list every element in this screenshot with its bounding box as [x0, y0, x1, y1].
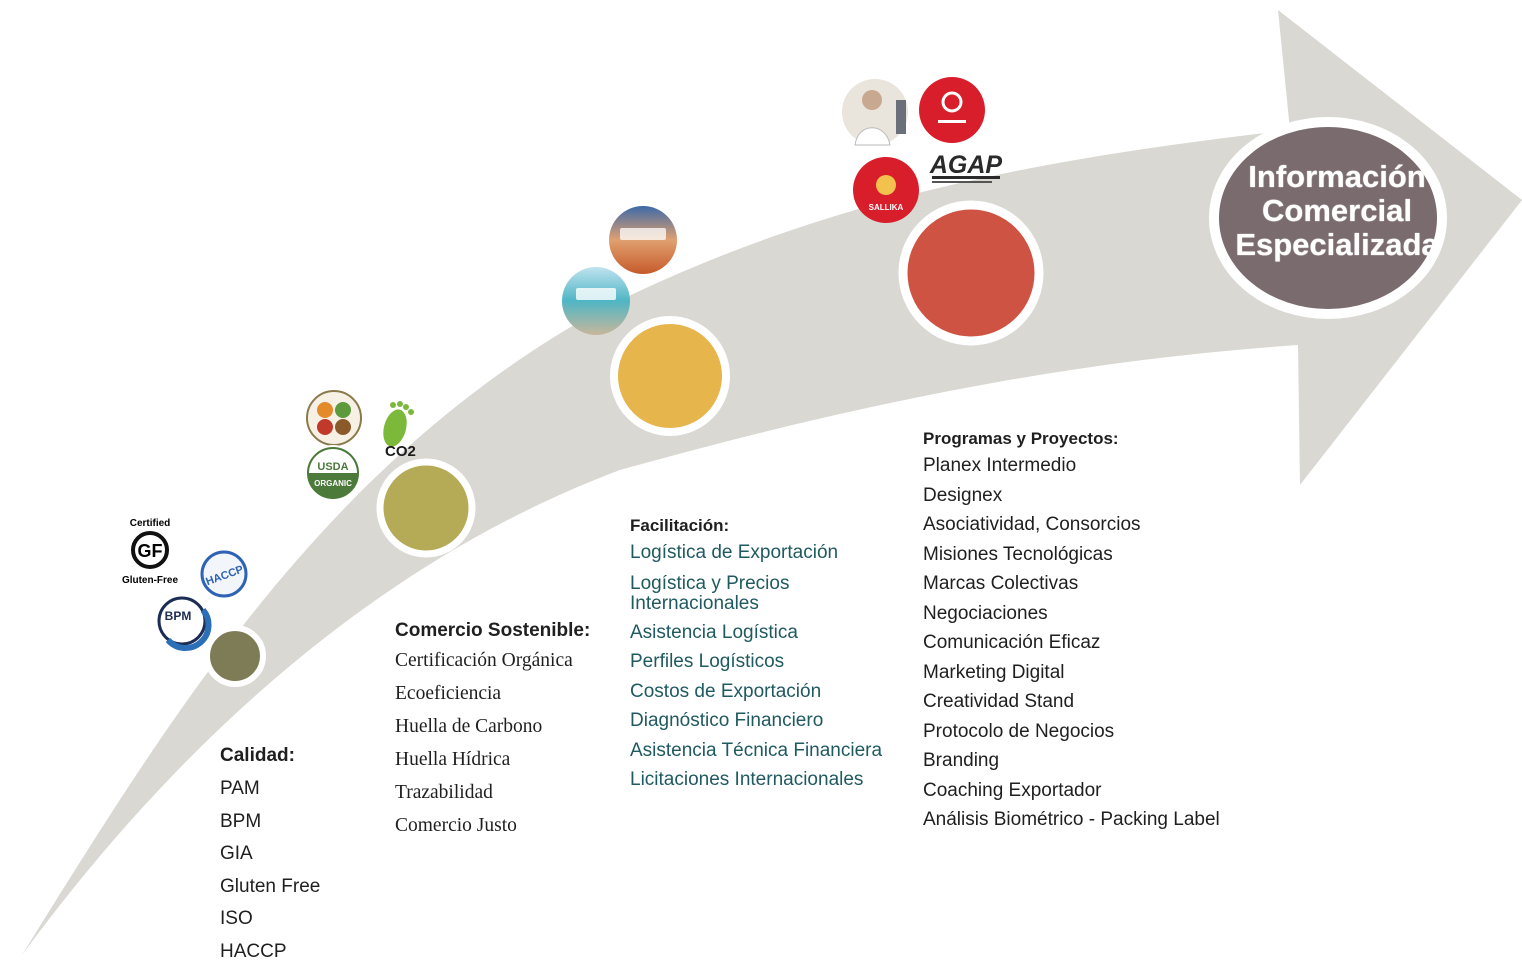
stage-node-calidad	[207, 628, 263, 684]
sallika-logo-text: SALLIKA	[869, 203, 904, 212]
programas-proyectos-header: Programas y Proyectos:	[923, 429, 1220, 449]
gluten-free-label-text: Gluten-Free	[122, 575, 179, 586]
usda-logo-text: USDA	[317, 461, 348, 473]
co2-logo-text: CO2	[385, 443, 416, 460]
comercio-sostenible-item: Certificación Orgánica	[395, 644, 590, 677]
programas-proyectos-item: Asociatividad, Consorcios	[923, 510, 1220, 540]
facilitacion-item: Licitaciones Internacionales	[630, 765, 915, 795]
calidad-column: Calidad: PAM BPM GIA Gluten Free ISO HAC…	[220, 745, 320, 968]
logistics-photo-coast	[562, 267, 630, 335]
facilitacion-item: Diagnóstico Financiero	[630, 706, 915, 736]
facilitacion-header: Facilitación:	[630, 516, 915, 536]
programas-proyectos-item: Marketing Digital	[923, 658, 1220, 688]
programas-proyectos-item: Comunicación Eficaz	[923, 628, 1220, 658]
comercio-sostenible-item: Comercio Justo	[395, 809, 590, 842]
title-line: Especializada	[1212, 228, 1462, 262]
facilitacion-item: Asistencia Logística	[630, 618, 915, 648]
organic-logo-text: ORGANIC	[314, 479, 352, 488]
gluten-free-gf-text: GF	[138, 541, 163, 561]
title-line: Información	[1212, 160, 1462, 194]
usda-organic-logo: USDA ORGANIC	[306, 446, 360, 500]
gluten-free-logo: Certified GF Gluten-Free	[122, 518, 179, 586]
haccp-logo: HACCP	[202, 552, 246, 596]
programas-proyectos-item: Misiones Tecnológicas	[923, 540, 1220, 570]
programas-proyectos-item: Negociaciones	[923, 599, 1220, 629]
comercio-sostenible-item: Trazabilidad	[395, 776, 590, 809]
carbon-footprint-logo: CO2	[379, 401, 415, 460]
programas-proyectos-item: Coaching Exportador	[923, 776, 1220, 806]
informacion-comercial-title: Información Comercial Especializada	[1212, 160, 1462, 262]
calidad-item: GIA	[220, 838, 320, 871]
aromaca-logo	[919, 77, 985, 143]
programas-proyectos-item: Análisis Biométrico - Packing Label	[923, 805, 1220, 835]
calidad-item: HACCP	[220, 936, 320, 968]
comercio-sostenible-item: Huella Hídrica	[395, 743, 590, 776]
agap-logo: AGAP	[929, 151, 1003, 183]
gluten-free-certified-text: Certified	[130, 518, 171, 529]
programas-proyectos-item: Creatividad Stand	[923, 687, 1220, 717]
facilitacion-item: Asistencia Técnica Financiera	[630, 736, 915, 766]
programas-proyectos-item: Planex Intermedio	[923, 451, 1220, 481]
facilitacion-item: Perfiles Logísticos	[630, 647, 915, 677]
calidad-item: ISO	[220, 903, 320, 936]
calidad-header: Calidad:	[220, 745, 320, 767]
calidad-item: Gluten Free	[220, 871, 320, 904]
comercio-sostenible-column: Comercio Sostenible: Certificación Orgán…	[395, 620, 590, 842]
agap-logo-text: AGAP	[929, 151, 1003, 179]
comercio-sostenible-header: Comercio Sostenible:	[395, 620, 590, 642]
facilitacion-item: Logística y Precios Internacionales	[630, 574, 915, 614]
title-line: Comercial	[1212, 194, 1462, 228]
business-photo	[842, 79, 908, 145]
comercio-sostenible-item: Huella de Carbono	[395, 710, 590, 743]
bpm-logo: BPM	[159, 598, 209, 648]
programas-proyectos-item: Marcas Colectivas	[923, 569, 1220, 599]
stage-node-facilitacion	[614, 320, 726, 432]
bpm-logo-text: BPM	[165, 609, 192, 623]
sallika-logo: SALLIKA	[853, 157, 919, 223]
logistics-photo-sunset	[609, 206, 677, 274]
facilitacion-item: Logística de Exportación	[630, 538, 915, 568]
programas-proyectos-column: Programas y Proyectos: Planex Intermedio…	[923, 429, 1220, 835]
calidad-item: PAM	[220, 773, 320, 806]
stage-node-programas-proyectos	[903, 205, 1039, 341]
programas-proyectos-item: Branding	[923, 746, 1220, 776]
fair-trade-logo	[307, 391, 361, 445]
programas-proyectos-item: Protocolo de Negocios	[923, 717, 1220, 747]
programas-proyectos-item: Designex	[923, 481, 1220, 511]
comercio-sostenible-item: Ecoeficiencia	[395, 677, 590, 710]
stage-node-comercio-sostenible	[380, 462, 472, 554]
facilitacion-item: Costos de Exportación	[630, 677, 915, 707]
calidad-item: BPM	[220, 806, 320, 839]
facilitacion-column: Facilitación: Logística de Exportación L…	[630, 516, 915, 795]
